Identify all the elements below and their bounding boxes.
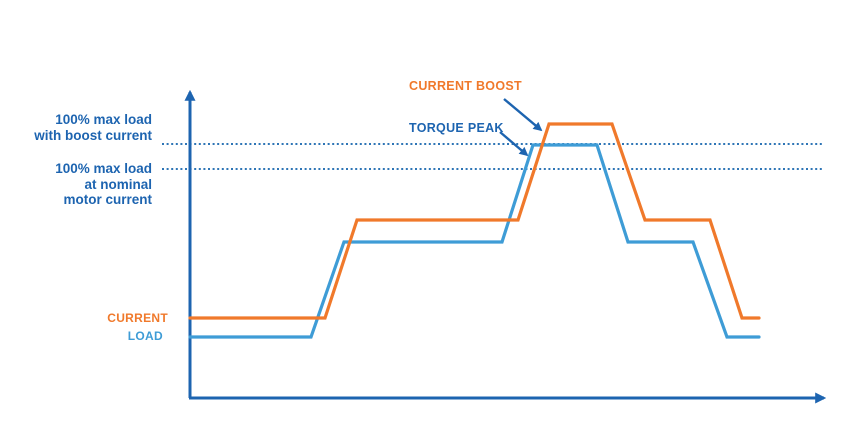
max-load-nominal-label: 100% max load at nominal motor current	[55, 161, 152, 207]
max-load-boost-label: 100% max load with boost current	[34, 112, 152, 143]
torque-peak-annotation-label: TORQUE PEAK	[409, 121, 504, 135]
annotation-arrow	[503, 98, 543, 132]
current-series-line	[188, 122, 761, 320]
load-series-line	[188, 143, 761, 339]
current-series-label: CURRENT	[107, 311, 168, 325]
load-series-label: LOAD	[127, 329, 163, 343]
annotation-arrow	[499, 131, 529, 157]
current-boost-annotation-label: CURRENT BOOST	[409, 79, 522, 93]
